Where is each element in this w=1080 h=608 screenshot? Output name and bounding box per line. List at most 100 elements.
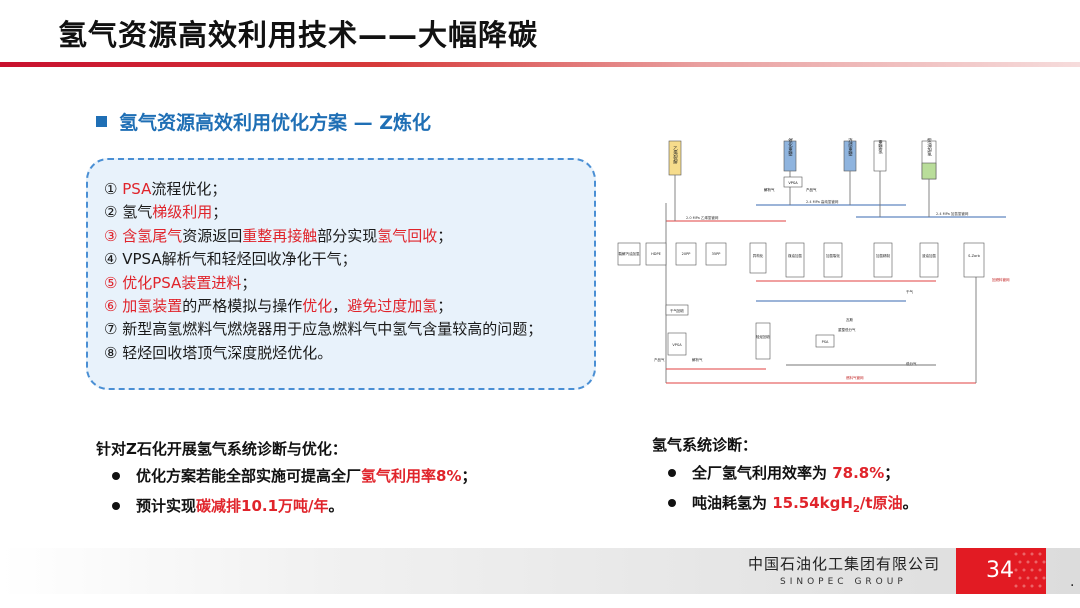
- bullet-dot-icon: [112, 502, 120, 510]
- list-item: 吨油耗氢为 15.54kgH2/t原油。: [664, 488, 918, 525]
- plan-item-text: ⑧ 轻烃回收塔顶气深度脱烃优化。: [104, 343, 333, 362]
- optimization-plan-box: ① PSA流程优化；② 氢气梯级利用；③ 含氢尾气资源返回重整再接触部分实现氢气…: [86, 158, 596, 390]
- bullet-text-end: ；: [461, 467, 477, 485]
- unit-label-35pp: 35PP: [712, 252, 721, 256]
- dry-gas-recovery-box: [665, 304, 689, 316]
- plan-item-highlight: 梯级利用: [152, 203, 213, 222]
- plan-item: ⑤ 优化PSA装置进料；: [104, 272, 594, 295]
- header-label-high-purity-hydrogen: 2.4 MPa 高纯氢管网: [806, 199, 839, 204]
- plan-item-text: 部分实现: [317, 226, 378, 245]
- plan-item-text: ；: [241, 273, 257, 292]
- plan-item-highlight: 优化: [302, 297, 333, 316]
- unit-box-pygas-hydro: [617, 242, 641, 266]
- feed-label-diesel-hydro: 柴油加氢: [927, 137, 932, 157]
- bullet-highlight: 15.54kgH2/t原油: [772, 494, 902, 515]
- plan-item: ⑦ 新型高氢燃料气燃烧器用于应急燃料气中氢气含量较高的问题；: [104, 318, 594, 341]
- feed-label-catalytic-reforming: 催化重整: [788, 137, 793, 157]
- company-name-cn: 中国石油化工集团有限公司: [748, 555, 941, 573]
- plan-item-highlight: PSA: [122, 180, 152, 198]
- unit-box-20pp: [675, 242, 697, 266]
- plan-item: ③ 含氢尾气资源返回重整再接触部分实现氢气回收；: [104, 225, 594, 248]
- bullet-highlight: 氢气利用率8%: [361, 467, 462, 485]
- right-panel-bullets: 全厂氢气利用效率为 78.8%； 吨油耗氢为 15.54kgH2/t原油。: [664, 458, 918, 525]
- unit-box-isomerization: [749, 242, 767, 274]
- dry-gas-label: 干气: [906, 289, 914, 294]
- unit-box-hdpe: [645, 242, 667, 266]
- list-item: 优化方案若能全部实施可提高全厂氢气利用率8%；: [108, 461, 477, 491]
- tail-gas-label-top: 解析气: [764, 187, 775, 192]
- light-hc-recovery-label: 轻烃回收: [756, 334, 770, 339]
- bullet-highlight: 78.8%: [832, 464, 885, 482]
- light-hc-recovery-box: [755, 322, 771, 360]
- footer-band: [0, 548, 1080, 594]
- feed-label-continuous-reforming: 连续重整: [848, 137, 853, 157]
- unit-label-hydrofining: 加氢精制: [876, 253, 890, 258]
- plan-item-text: ⑦ 新型高氢燃料气燃烧器用于应急燃料气中氢气含量较高的问题；: [104, 320, 543, 339]
- dry-gas-recovery-label: 干气回收: [670, 308, 684, 313]
- plan-item-highlight: ⑥ 加氢装置: [104, 297, 183, 316]
- bullet-dot-icon: [112, 472, 120, 480]
- plan-item: ⑧ 轻烃回收塔顶气深度脱烃优化。: [104, 342, 594, 365]
- plan-item-text: ①: [104, 180, 123, 198]
- product-gas-label-top: 产品气: [806, 187, 817, 192]
- vpsa-label-bottom: VPSA: [672, 343, 682, 347]
- psa-label: PSA: [822, 340, 829, 344]
- unit-box-hydrofining: [873, 242, 893, 278]
- psa-unit: [815, 334, 835, 348]
- vpsa-unit-top: [783, 176, 803, 188]
- page-number-box: 34: [956, 548, 1046, 594]
- reformer-low-pressure-gas-label: 重整低分气: [838, 327, 856, 332]
- unit-label-pygas-hydro: 裂解汽油加氢: [619, 251, 640, 256]
- plan-item-highlight: ③ 含氢尾气: [104, 226, 183, 245]
- bullet-text-end: 。: [328, 497, 344, 515]
- hydrogen-network-diagram: 乙烯裂解 催化重整 连续重整 重整氢 柴油加氢 2.0 MPa 乙烯氢管网 2.…: [606, 133, 1016, 398]
- page-box-dots-pattern: [1014, 552, 1046, 588]
- plan-item-highlight: 氢气回收: [377, 226, 438, 245]
- unit-label-resid-hydro: 渣油加氢: [922, 253, 936, 258]
- bullet-text: 吨油耗氢为: [692, 494, 773, 512]
- plan-item-text: ；: [212, 203, 228, 222]
- unit-box-35pp: [705, 242, 727, 266]
- plan-item-text: ，: [332, 297, 348, 316]
- plan-item: ② 氢气梯级利用；: [104, 201, 594, 224]
- page-title: 氢气资源高效利用技术——大幅降碳: [58, 18, 539, 52]
- unit-box-hydrocracking: [823, 242, 843, 278]
- plan-item-highlight: 重整再接触: [242, 226, 318, 245]
- fuel-gas-network-label: 燃料气管网: [846, 375, 864, 380]
- plan-item-highlight: 避免过度加氢: [347, 297, 438, 316]
- plan-item-text: 资源返回: [182, 226, 243, 245]
- unit-label-s-zorb: S-Zorb: [968, 254, 980, 258]
- feed-label-ethylene: 乙烯裂解: [673, 145, 678, 166]
- bullet-text: 优化方案若能全部实施可提高全厂: [136, 467, 362, 485]
- unit-box-kerosene-hydro: [785, 242, 805, 278]
- list-item: 全厂氢气利用效率为 78.8%；: [664, 458, 918, 488]
- return-fuel-note: 回燃料管网: [992, 277, 1010, 282]
- square-bullet-icon: [96, 116, 107, 127]
- section-subtitle: 氢气资源高效利用优化方案 — Z炼化: [96, 108, 431, 135]
- bullet-text-end: ；: [884, 464, 900, 482]
- section-subtitle-text: 氢气资源高效利用优化方案 — Z炼化: [119, 112, 432, 134]
- right-panel-heading: 氢气系统诊断：: [652, 436, 758, 454]
- bullet-dot-icon: [668, 499, 676, 507]
- bullet-text: 全厂氢气利用效率为: [692, 464, 833, 482]
- unit-label-kerosene-hydro: 煤油加氢: [788, 253, 802, 258]
- left-panel-heading: 针对Z石化开展氢气系统诊断与优化：: [96, 440, 347, 458]
- tail-gas-label-bottom: 解析气: [692, 357, 703, 362]
- plan-item-text: ② 氢气: [104, 203, 153, 222]
- header-label-ethylene-hydrogen: 2.0 MPa 乙烯氢管网: [686, 215, 719, 220]
- header-label-hydrotreating-hydrogen: 2.4 MPa 加氢氢管网: [936, 211, 969, 216]
- plan-item-highlight: ⑤ 优化PSA装置进料: [104, 273, 242, 292]
- bullet-text: 预计实现: [136, 497, 197, 515]
- plan-item-text: ④ VPSA解析气和轻烃回收净化干气；: [104, 250, 357, 269]
- highlight-part-a: 15.54kgH: [772, 494, 853, 512]
- plan-item: ④ VPSA解析气和轻烃回收净化干气；: [104, 248, 594, 271]
- unit-box-resid-hydro: [919, 242, 939, 278]
- unit-label-isomerization: 异构化: [753, 253, 764, 258]
- plan-item: ① PSA流程优化；: [104, 178, 594, 201]
- page-number: 34: [986, 558, 1014, 583]
- unit-label-hydrocracking: 加氢裂化: [826, 253, 840, 258]
- vpsa-unit-bottom: [667, 332, 687, 356]
- gas-label: 瓦斯: [846, 317, 854, 322]
- left-panel-bullets: 优化方案若能全部实施可提高全厂氢气利用率8%； 预计实现碳减排10.1万吨/年。: [108, 461, 477, 521]
- bullet-dot-icon: [668, 469, 676, 477]
